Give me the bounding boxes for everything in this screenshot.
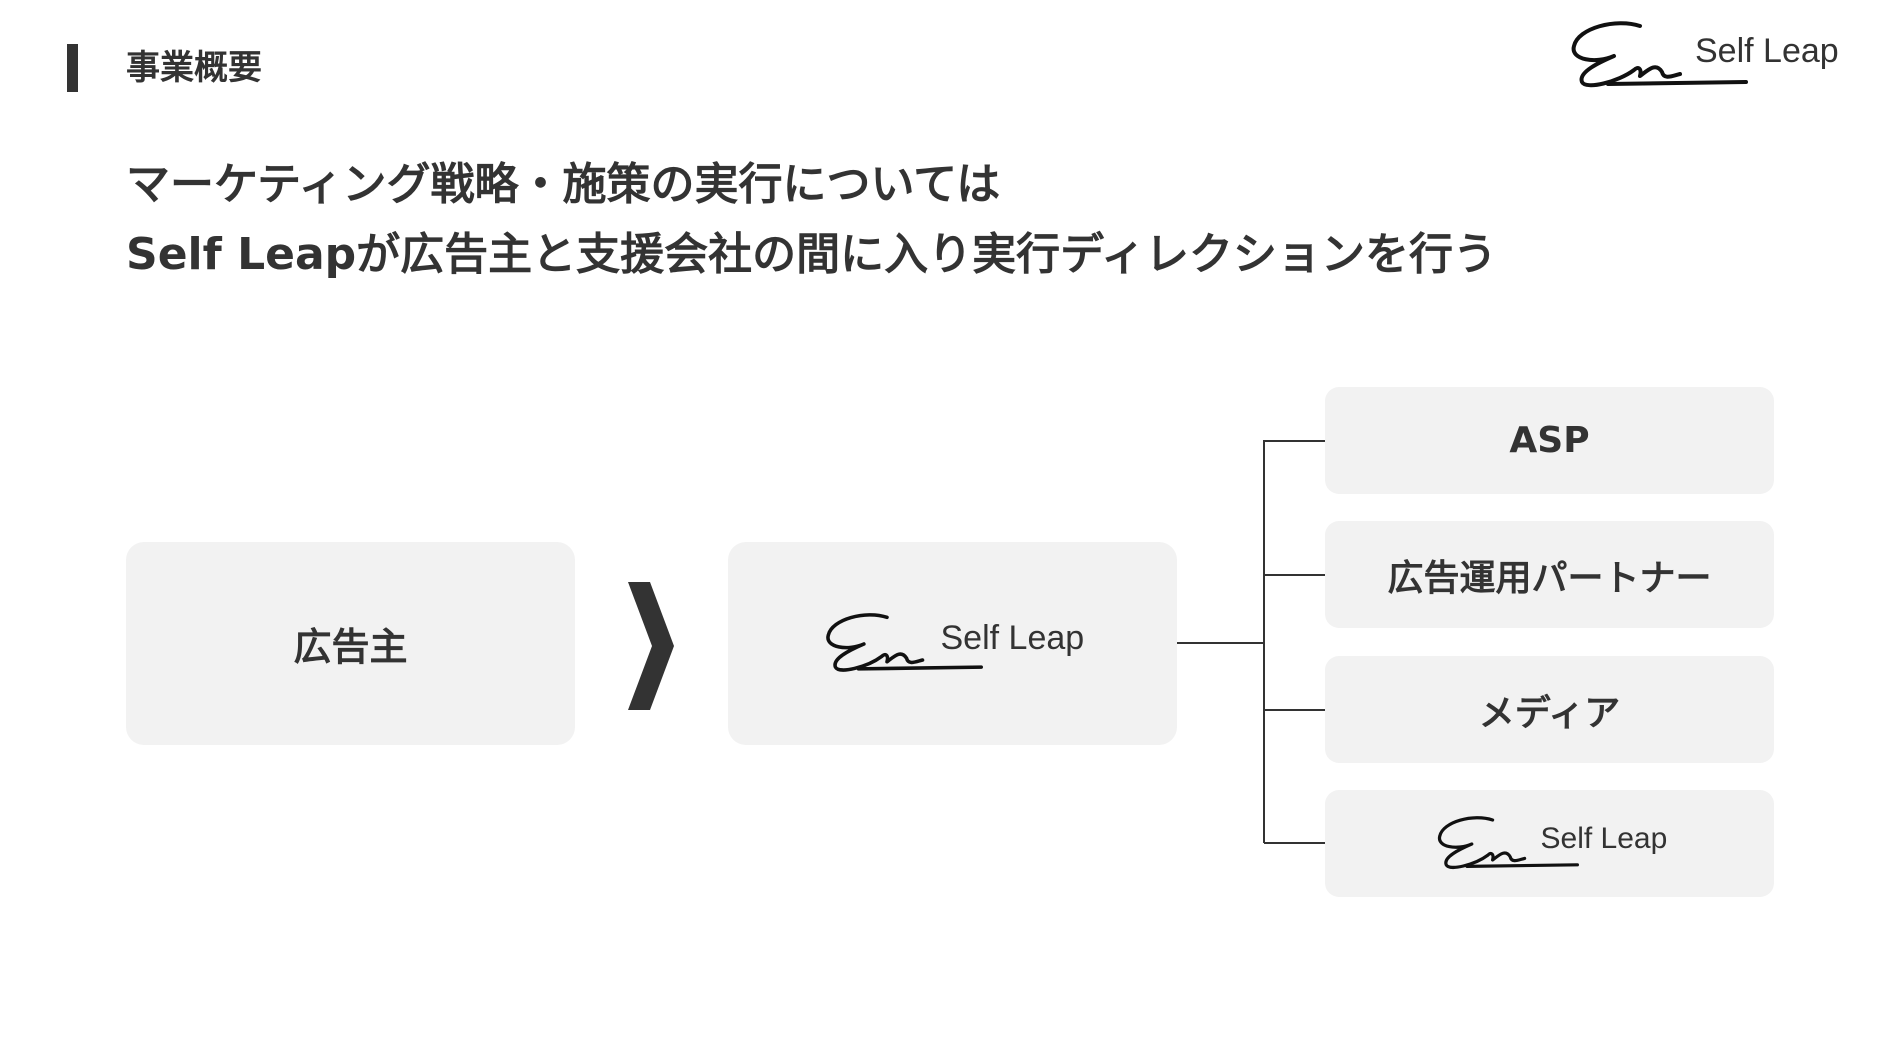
- signature-logo-icon: [1437, 815, 1579, 869]
- signature-logo-icon: [825, 612, 983, 672]
- partner-box-media: メディア: [1325, 656, 1774, 763]
- chevron-right-icon: [628, 582, 674, 710]
- partner-logo: Self Leap: [1435, 812, 1668, 876]
- advertiser-box: 広告主: [126, 542, 575, 745]
- section-title: 事業概要: [126, 48, 262, 88]
- partner-box-self-leap: Self Leap: [1325, 790, 1774, 897]
- section-marker: [67, 44, 78, 92]
- self-leap-hub-box: Self Leap: [728, 542, 1177, 745]
- partner-label: メディア: [1478, 692, 1621, 734]
- brand-logo: Self Leap: [1568, 20, 1858, 92]
- partner-box-ad-ops: 広告運用パートナー: [1325, 521, 1774, 628]
- brand-name: Self Leap: [1695, 32, 1839, 70]
- headline-line-1: マーケティング戦略・施策の実行については: [126, 159, 1001, 210]
- headline-line-2: Self Leapが広告主と支援会社の間に入り実行ディレクションを行う: [126, 229, 1498, 280]
- partner-brand-name: Self Leap: [1540, 821, 1668, 855]
- partner-box-asp: ASP: [1325, 387, 1774, 494]
- hub-logo: Self Leap: [823, 609, 1085, 679]
- headline: マーケティング戦略・施策の実行については Self Leapが広告主と支援会社の…: [126, 150, 1497, 290]
- signature-logo-icon: [1571, 21, 1748, 88]
- partner-label: ASP: [1509, 420, 1590, 461]
- advertiser-label: 広告主: [293, 625, 408, 669]
- partner-label: 広告運用パートナー: [1387, 557, 1712, 599]
- hub-brand-name: Self Leap: [940, 618, 1085, 657]
